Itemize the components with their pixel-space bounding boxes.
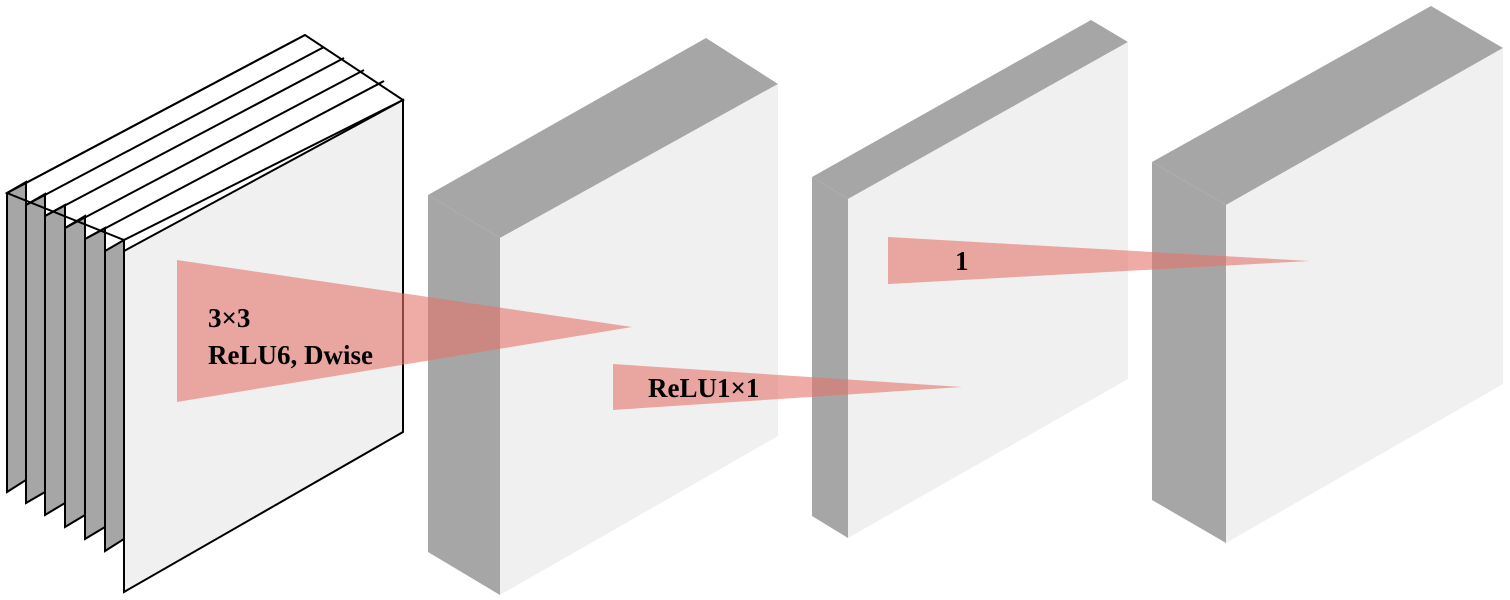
block-4-side <box>1152 162 1226 543</box>
stacked-layer-side-5 <box>84 80 385 541</box>
linear-kernel-projection <box>888 237 1310 284</box>
block-3-front <box>848 42 1128 538</box>
stacked-layer-side-3 <box>44 57 345 517</box>
linear-conv-label: 1 <box>955 246 969 276</box>
block-4-top <box>1152 6 1503 205</box>
stacked-layer-side-2 <box>25 46 325 505</box>
block-3-side <box>812 177 848 538</box>
block-4-front <box>1226 48 1503 543</box>
block-3-top <box>812 20 1128 199</box>
input-stacked-feature-maps <box>4 33 405 594</box>
dwise-activation-label: ReLU6, Dwise <box>208 340 373 370</box>
stacked-layer-side-6 <box>104 238 125 553</box>
dwise-kernel-size-label: 3×3 <box>208 303 250 333</box>
pointwise-conv-label: ReLU1×1 <box>648 373 759 403</box>
final-output-feature-map <box>1152 6 1503 543</box>
pointwise-kernel-projection <box>613 364 962 410</box>
depthwise-output-feature-map <box>428 38 778 595</box>
pointwise-output-feature-map <box>812 20 1128 538</box>
block-2-top <box>428 38 778 238</box>
depthwise-kernel-projection <box>177 260 632 402</box>
block-2-front <box>500 84 778 595</box>
block-2-side <box>428 195 500 595</box>
